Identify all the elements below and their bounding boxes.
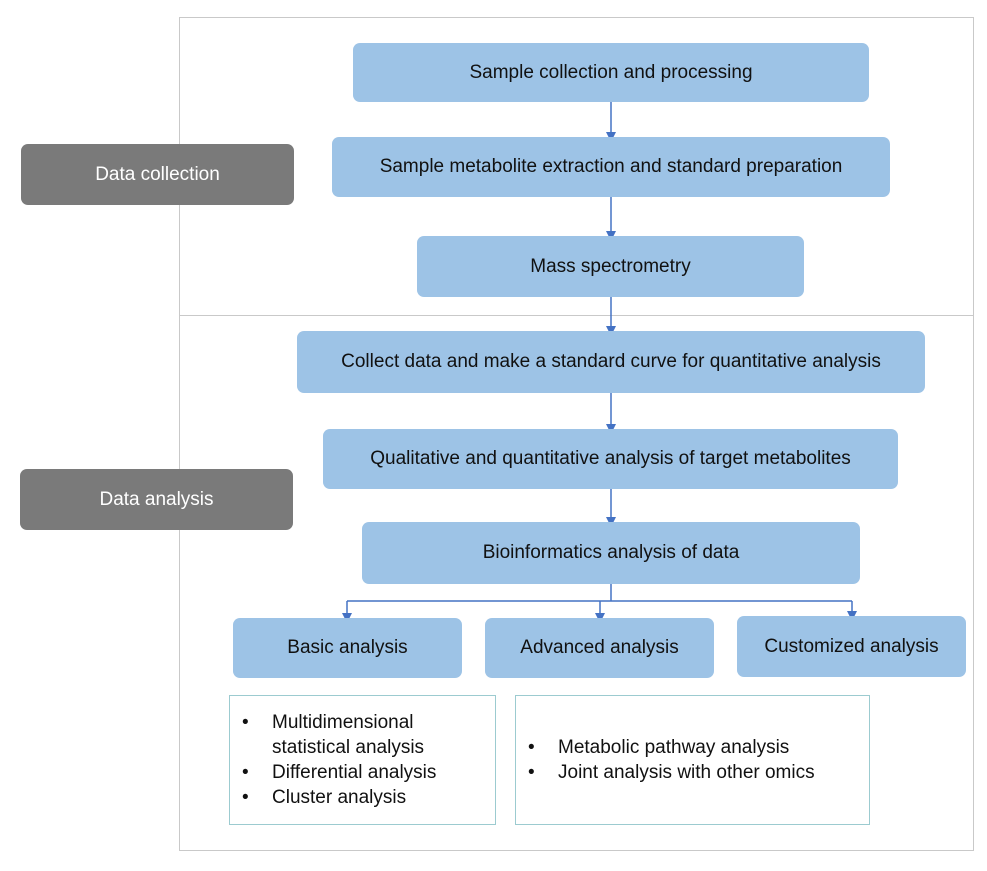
step-standard-curve: Collect data and make a standard curve f… <box>297 331 925 393</box>
step-bioinformatics: Bioinformatics analysis of data <box>362 522 860 584</box>
branch-advanced-analysis: Advanced analysis <box>485 618 714 678</box>
step-sample-collection: Sample collection and processing <box>353 43 869 102</box>
detail-item: Differential analysis <box>230 760 495 785</box>
step-mass-spectrometry: Mass spectrometry <box>417 236 804 297</box>
detail-item: Metabolic pathway analysis <box>516 735 869 760</box>
branch-customized-analysis: Customized analysis <box>737 616 966 677</box>
advanced-analysis-details: Metabolic pathway analysis Joint analysi… <box>515 695 870 825</box>
data-collection-label: Data collection <box>21 144 294 205</box>
step-metabolite-extraction: Sample metabolite extraction and standar… <box>332 137 890 197</box>
detail-item: Joint analysis with other omics <box>516 760 869 785</box>
data-analysis-label: Data analysis <box>20 469 293 530</box>
step-target-analysis: Qualitative and quantitative analysis of… <box>323 429 898 489</box>
branch-basic-analysis: Basic analysis <box>233 618 462 678</box>
basic-analysis-details: Multidimensional statistical analysis Di… <box>229 695 496 825</box>
detail-item: Multidimensional statistical analysis <box>230 710 495 760</box>
detail-item: Cluster analysis <box>230 785 495 810</box>
